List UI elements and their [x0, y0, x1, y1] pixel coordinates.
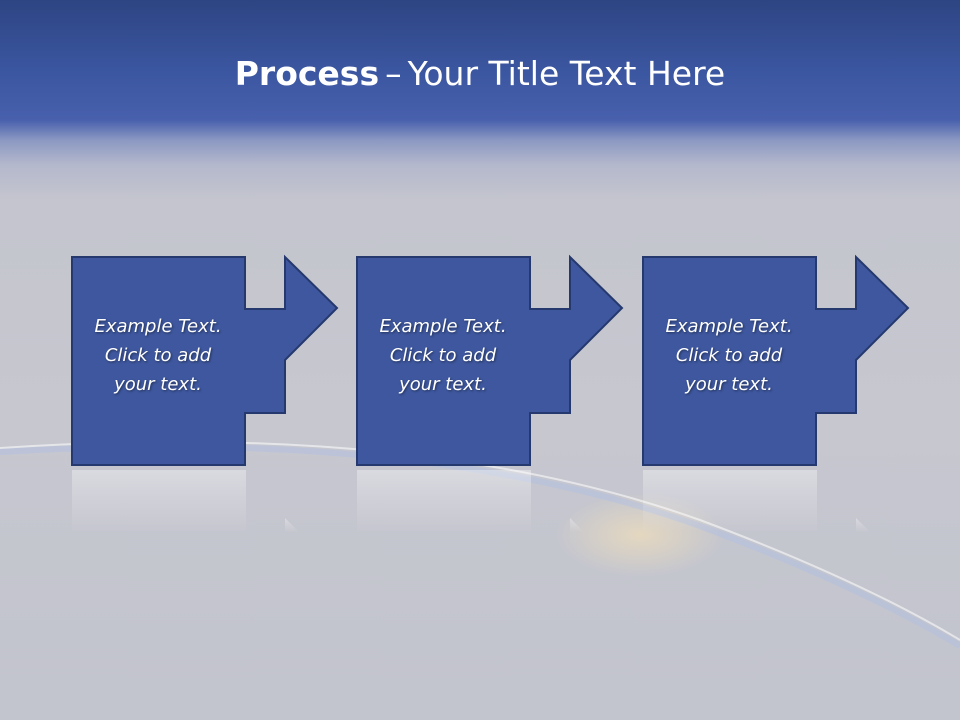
- step-reflection: [72, 470, 299, 532]
- step-reflection: [357, 470, 584, 532]
- step-text[interactable]: Example Text. Click to add your text.: [379, 316, 507, 395]
- process-step-3[interactable]: Example Text. Click to add your text.: [642, 254, 912, 466]
- step-arrow-shape: [356, 254, 624, 466]
- step-text[interactable]: Example Text. Click to add your text.: [94, 316, 222, 395]
- step-arrow-shape: [71, 254, 339, 466]
- title-bold: Process: [234, 54, 380, 93]
- page-title[interactable]: Process–Your Title Text Here: [0, 54, 960, 93]
- process-step-1[interactable]: Example Text. Click to add your text.: [71, 254, 341, 466]
- step-reflection: [643, 470, 870, 532]
- step-arrow-shape: [642, 254, 910, 466]
- title-text: Your Title Text Here: [407, 54, 726, 93]
- title-separator: –: [385, 54, 402, 93]
- process-step-2[interactable]: Example Text. Click to add your text.: [356, 254, 626, 466]
- step-text[interactable]: Example Text. Click to add your text.: [665, 316, 793, 395]
